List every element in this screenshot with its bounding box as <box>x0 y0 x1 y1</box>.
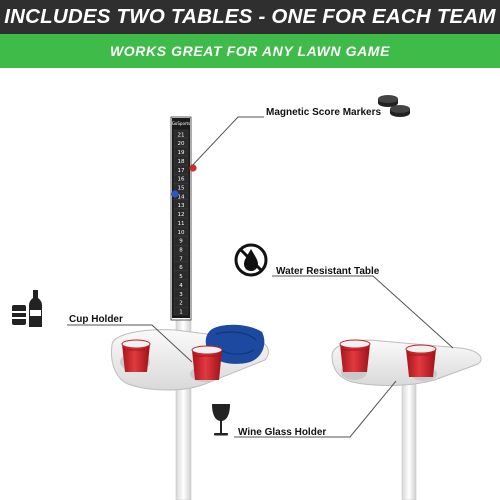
score-number: 10 <box>178 230 185 236</box>
page-title: INCLUDES TWO TABLES - ONE FOR EACH TEAM <box>4 5 496 28</box>
score-cell <box>173 236 189 245</box>
cup-right-1 <box>339 339 371 372</box>
score-markers-icon <box>378 95 410 117</box>
score-cell <box>173 174 189 183</box>
score-number: 21 <box>178 132 185 138</box>
score-number: 1 <box>179 310 183 316</box>
wine-glass-icon <box>212 404 230 436</box>
score-cell <box>173 289 189 298</box>
score-number: 5 <box>179 274 183 280</box>
score-number: 19 <box>178 150 185 156</box>
score-cell <box>173 182 189 192</box>
score-cell <box>173 138 189 147</box>
score-cell <box>173 253 189 263</box>
score-cell <box>173 147 189 156</box>
cup-holder-icon <box>12 290 42 327</box>
score-number: 9 <box>179 239 183 245</box>
label-water-resistant: Water Resistant Table <box>276 266 380 277</box>
score-number: 8 <box>179 248 183 254</box>
score-cell <box>173 227 189 236</box>
score-cell <box>173 156 189 165</box>
score-cell <box>173 165 189 174</box>
score-number: 14 <box>178 194 185 200</box>
top-banner: INCLUDES TWO TABLES - ONE FOR EACH TEAM <box>0 0 500 34</box>
callout-lines <box>67 116 454 438</box>
right-table-pole <box>401 374 417 500</box>
callout-line-water-resistant <box>272 275 454 349</box>
score-number: 16 <box>178 177 185 183</box>
callout-line-wine-glass <box>234 380 397 438</box>
score-number: 7 <box>179 256 183 262</box>
score-number: 18 <box>178 159 185 165</box>
score-number: 17 <box>178 168 185 174</box>
scoreboard: GoSports 2120191817161514131211109876543… <box>170 116 192 321</box>
score-number: 2 <box>179 301 183 307</box>
score-number: 4 <box>179 283 183 289</box>
score-cell <box>173 218 189 227</box>
score-cell <box>173 271 189 280</box>
page-subtitle: WORKS GREAT FOR ANY LAWN GAME <box>109 43 391 59</box>
score-number: 11 <box>178 221 185 227</box>
score-number: 13 <box>178 203 185 209</box>
score-number: 15 <box>178 186 185 192</box>
callout-line-score-markers <box>189 116 264 169</box>
score-number: 6 <box>179 265 183 271</box>
blue-score-marker[interactable] <box>171 190 179 198</box>
cup-left-2 <box>191 345 223 380</box>
scoreboard-brand: GoSports <box>172 121 190 126</box>
score-cell <box>173 262 189 271</box>
score-cell <box>173 129 189 139</box>
sub-banner: WORKS GREAT FOR ANY LAWN GAME <box>0 34 500 68</box>
label-score-markers: Magnetic Score Markers <box>266 107 382 118</box>
score-number: 3 <box>179 292 183 298</box>
score-cell <box>173 200 189 209</box>
no-water-icon <box>234 243 268 277</box>
score-cell <box>173 306 189 316</box>
label-cup-holder: Cup Holder <box>69 314 123 325</box>
score-number: 12 <box>178 212 185 218</box>
cup-right-2 <box>405 344 437 377</box>
callout-line-cup-holder <box>67 324 193 363</box>
cup-left-1 <box>121 339 151 372</box>
score-cell <box>173 244 189 254</box>
score-cell <box>173 209 189 218</box>
score-cell <box>173 298 189 307</box>
score-cell <box>173 280 189 289</box>
label-wine-glass-holder: Wine Glass Holder <box>238 427 327 438</box>
score-number: 20 <box>178 141 185 147</box>
